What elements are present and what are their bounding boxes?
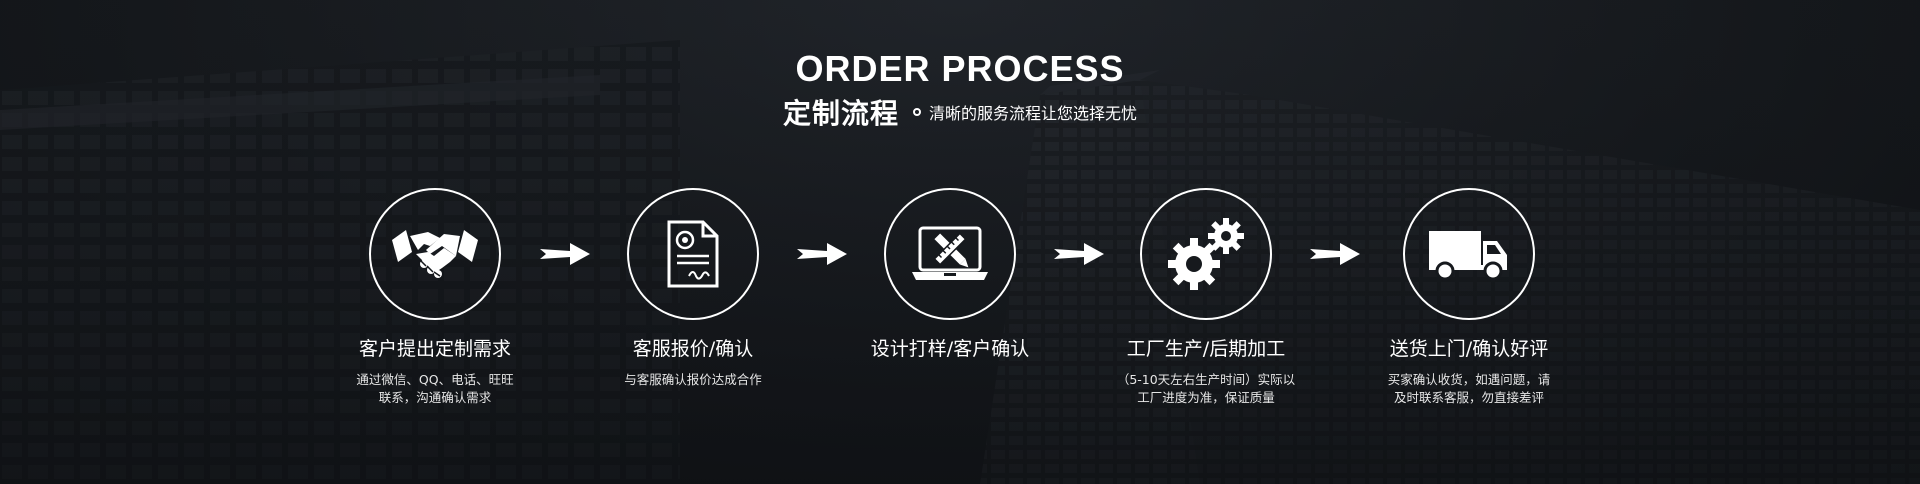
step-5-desc-line1: 买家确认收货，如遇问题，请 (1387, 372, 1551, 387)
step-4-title: 工厂生产/后期加工 (1126, 338, 1286, 360)
delivery-truck-icon (1429, 231, 1507, 281)
arrow-right-icon (1054, 243, 1104, 265)
arrow-right-icon (797, 243, 847, 265)
step-2-desc: 与客服确认报价达成合作 (573, 371, 813, 389)
step-5-desc: 买家确认收货，如遇问题，请 及时联系客服，勿直接差评 (1349, 371, 1589, 407)
step-1-title: 客户提出定制需求 (358, 338, 511, 360)
step-3-title: 设计打样/客户确认 (870, 338, 1030, 360)
step-1-desc: 通过微信、QQ、电话、旺旺 联系，沟通确认需求 (315, 371, 555, 407)
step-1-desc-line2: 联系，沟通确认需求 (378, 390, 492, 405)
step-4-desc-line2: 工厂进度为准，保证质量 (1137, 390, 1275, 405)
step-4-desc-line1: （5-10天左右生产时间）实际以 (1116, 372, 1296, 387)
step-2-circle (627, 188, 759, 320)
bullet-dot-icon (913, 108, 921, 116)
step-1: 客户提出定制需求 通过微信、QQ、电话、旺旺 联系，沟通确认需求 (315, 188, 555, 407)
laptop-design-icon (912, 226, 988, 280)
arrow-right-icon (540, 243, 590, 265)
title-cn: 定制流程 (782, 97, 899, 130)
step-2: 客服报价/确认 与客服确认报价达成合作 (573, 188, 813, 389)
step-2-desc-line1: 与客服确认报价达成合作 (624, 372, 762, 387)
handshake-icon (392, 230, 478, 278)
step-5-desc-line2: 及时联系客服，勿直接差评 (1393, 390, 1544, 405)
step-4-circle (1140, 188, 1272, 320)
step-1-desc-line1: 通过微信、QQ、电话、旺旺 (356, 372, 514, 387)
subtitle-row: 定制流程 清晰的服务流程让您选择无忧 (0, 92, 1920, 132)
gears-icon (1168, 218, 1244, 290)
contract-document-icon (667, 220, 719, 288)
subtitle: 清晰的服务流程让您选择无忧 (929, 104, 1138, 123)
step-5-circle (1403, 188, 1535, 320)
title-en: ORDER PROCESS (795, 48, 1125, 89)
step-5: 送货上门/确认好评 买家确认收货，如遇问题，请 及时联系客服，勿直接差评 (1349, 188, 1589, 407)
step-4: 工厂生产/后期加工 （5-10天左右生产时间）实际以 工厂进度为准，保证质量 (1086, 188, 1326, 407)
step-4-desc: （5-10天左右生产时间）实际以 工厂进度为准，保证质量 (1086, 371, 1326, 407)
step-3: 设计打样/客户确认 (830, 188, 1070, 371)
step-1-circle (369, 188, 501, 320)
arrow-right-icon (1310, 243, 1360, 265)
step-5-title: 送货上门/确认好评 (1389, 338, 1549, 360)
step-2-title: 客服报价/确认 (632, 338, 754, 360)
step-3-circle (884, 188, 1016, 320)
process-steps: 客户提出定制需求 通过微信、QQ、电话、旺旺 联系，沟通确认需求 (0, 188, 1920, 448)
